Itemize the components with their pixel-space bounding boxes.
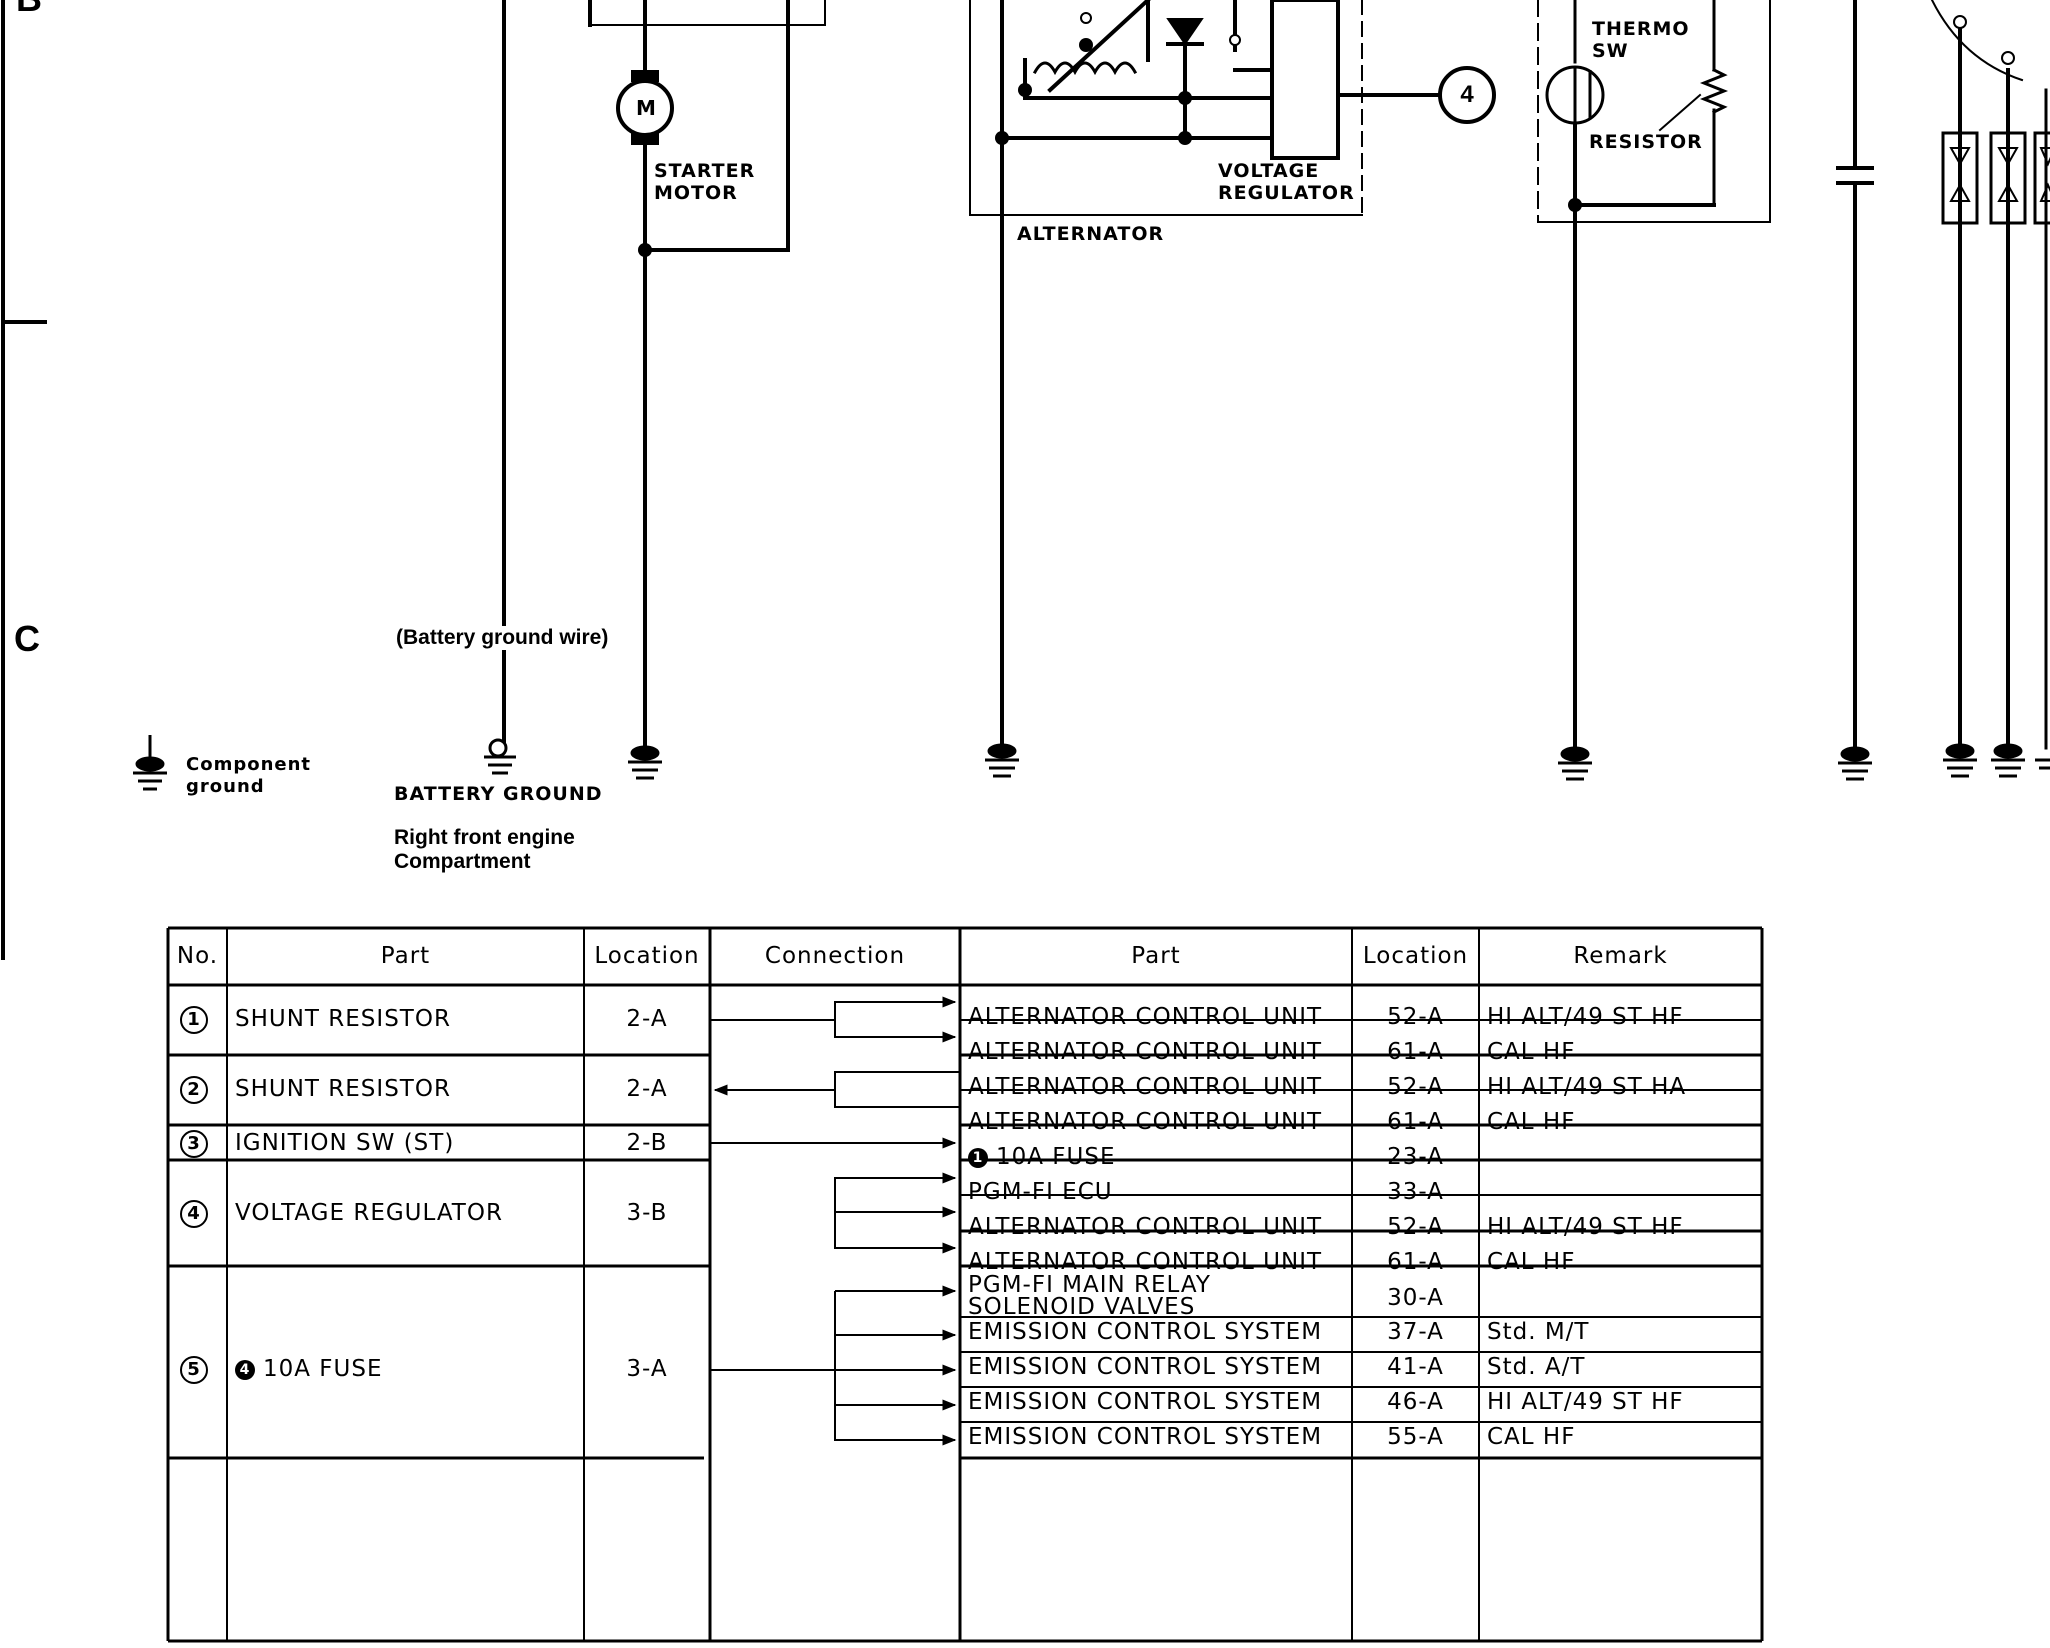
- zone-label-c: C: [14, 618, 40, 659]
- starter-motor-symbol: [616, 70, 674, 145]
- right-remark: HI ALT/49 ST HF: [1487, 1389, 1684, 1415]
- right-location: 52-A: [1387, 1214, 1444, 1240]
- right-part: EMISSION CONTROL SYSTEM: [968, 1389, 1323, 1415]
- connector-table-grid: [166, 926, 1764, 1643]
- header-part-left: Part: [380, 943, 431, 969]
- right-part: EMISSION CONTROL SYSTEM: [968, 1424, 1323, 1450]
- right-remark: CAL HF: [1487, 1039, 1576, 1065]
- right-location: 33-A: [1387, 1179, 1444, 1205]
- right-location: 52-A: [1387, 1074, 1444, 1100]
- row-number: 5: [180, 1356, 208, 1384]
- connector-4-label: 4: [1460, 81, 1474, 108]
- right-part: PGM-FI MAIN RELAY SOLENOID VALVES: [968, 1272, 1211, 1320]
- right-remark: CAL HF: [1487, 1424, 1576, 1450]
- connector-4-circle: [1438, 66, 1496, 124]
- right-part: 10A FUSE: [996, 1144, 1116, 1170]
- motor-symbol-label: M: [636, 96, 657, 120]
- right-location: 61-A: [1387, 1109, 1444, 1135]
- right-location: 46-A: [1387, 1389, 1444, 1415]
- header-location-right: Location: [1362, 943, 1469, 969]
- left-part: SHUNT RESISTOR: [235, 1006, 451, 1032]
- right-location: 52-A: [1387, 1004, 1444, 1030]
- row-number: 2: [180, 1076, 208, 1104]
- fuse-badge: 4: [235, 1360, 255, 1380]
- left-location: 3-A: [626, 1356, 668, 1382]
- left-part: VOLTAGE REGULATOR: [235, 1200, 503, 1226]
- left-location: 2-A: [626, 1076, 668, 1102]
- right-part: EMISSION CONTROL SYSTEM: [968, 1319, 1323, 1345]
- right-location: 41-A: [1387, 1354, 1444, 1380]
- row-number: 1: [180, 1006, 208, 1034]
- fuse-badge: 1: [968, 1148, 988, 1168]
- left-part: SHUNT RESISTOR: [235, 1076, 451, 1102]
- right-location: 30-A: [1387, 1285, 1444, 1311]
- voltage-regulator-label: VOLTAGE REGULATOR: [1218, 160, 1355, 204]
- battery-ground-wire-label: (Battery ground wire): [394, 626, 611, 650]
- left-location: 2-B: [626, 1130, 668, 1156]
- right-location: 37-A: [1387, 1319, 1444, 1345]
- component-ground-legend-label: Component ground: [186, 754, 312, 797]
- right-remark: HI ALT/49 ST HF: [1487, 1214, 1684, 1240]
- connection-lines: [710, 996, 960, 1446]
- right-part: EMISSION CONTROL SYSTEM: [968, 1354, 1323, 1380]
- component-ground-legend-symbol: [133, 735, 167, 791]
- thermo-switch-symbol: [1545, 65, 1605, 125]
- header-remark: Remark: [1573, 943, 1668, 969]
- header-no: No.: [176, 943, 219, 969]
- left-location: 2-A: [626, 1006, 668, 1032]
- grounds: [133, 735, 2050, 791]
- left-location: 3-B: [626, 1200, 668, 1226]
- starter-motor-label: STARTER MOTOR: [654, 160, 756, 204]
- right-part: ALTERNATOR CONTROL UNIT: [968, 1214, 1323, 1240]
- right-location: 23-A: [1387, 1144, 1444, 1170]
- right-location: 55-A: [1387, 1424, 1444, 1450]
- right-remark: HI ALT/49 ST HF: [1487, 1004, 1684, 1030]
- right-part: ALTERNATOR CONTROL UNIT: [968, 1109, 1323, 1135]
- right-part: ALTERNATOR CONTROL UNIT: [968, 1039, 1323, 1065]
- right-location: 61-A: [1387, 1039, 1444, 1065]
- right-remark: HI ALT/49 ST HA: [1487, 1074, 1687, 1100]
- header-part-right: Part: [1131, 943, 1181, 969]
- thermo-sw-label: THERMO SW: [1592, 18, 1690, 62]
- right-remark: CAL HF: [1487, 1249, 1576, 1275]
- ground-location-note: Right front engine Compartment: [394, 826, 575, 873]
- header-location-left: Location: [594, 943, 700, 969]
- right-part: ALTERNATOR CONTROL UNIT: [968, 1004, 1323, 1030]
- alternator-label: ALTERNATOR: [1017, 223, 1165, 245]
- zone-label-b: B: [16, 0, 42, 20]
- left-part: 10A FUSE: [263, 1356, 383, 1382]
- resistor-label: RESISTOR: [1589, 131, 1703, 153]
- right-remark: Std. M/T: [1487, 1319, 1590, 1345]
- right-remark: CAL HF: [1487, 1109, 1576, 1135]
- right-part: PGM-FI ECU: [968, 1179, 1113, 1205]
- header-connection: Connection: [764, 943, 906, 969]
- row-number: 3: [180, 1130, 208, 1158]
- row-number: 4: [180, 1200, 208, 1228]
- right-remark: Std. A/T: [1487, 1354, 1586, 1380]
- right-part: ALTERNATOR CONTROL UNIT: [968, 1249, 1323, 1275]
- right-location: 61-A: [1387, 1249, 1444, 1275]
- left-part: IGNITION SW (ST): [235, 1130, 455, 1156]
- right-part: ALTERNATOR CONTROL UNIT: [968, 1074, 1323, 1100]
- battery-ground-label: BATTERY GROUND: [394, 783, 603, 805]
